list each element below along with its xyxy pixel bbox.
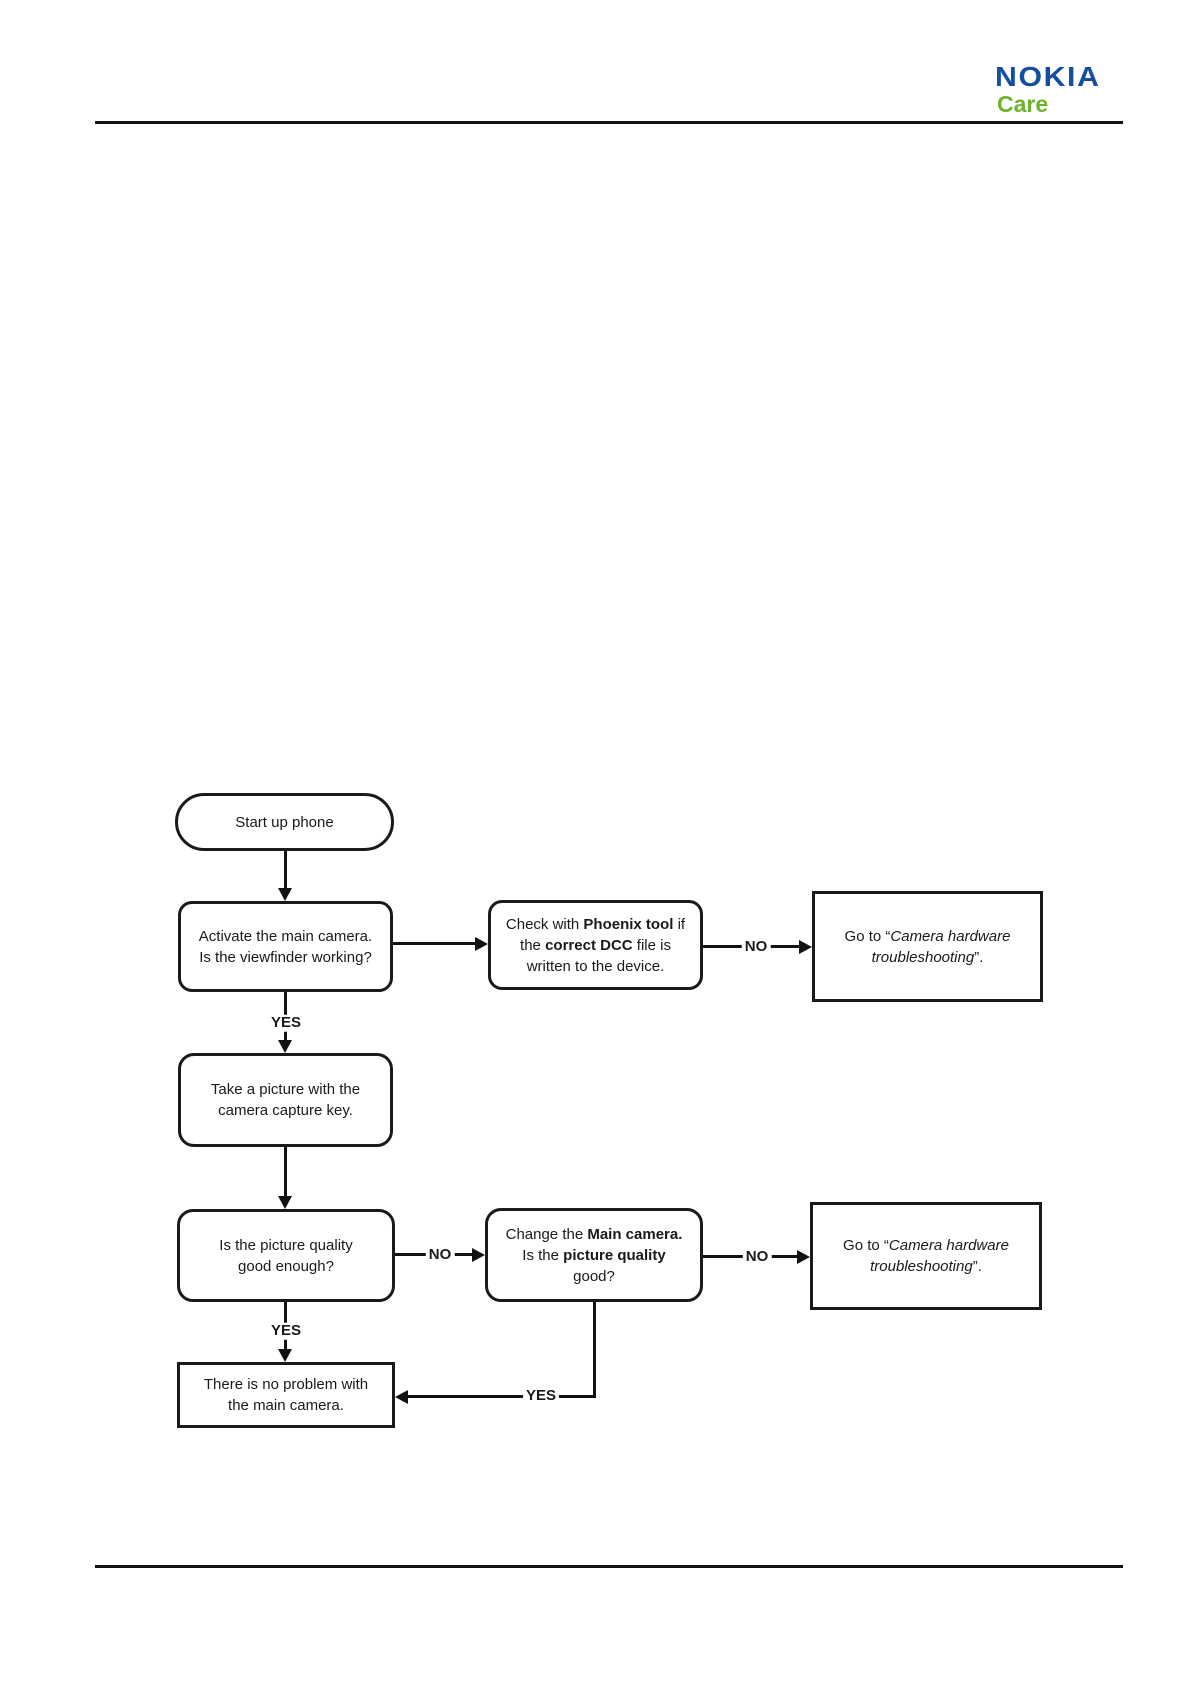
node-text-emphasis: Main camera. [587,1225,683,1243]
connector-line [393,942,476,945]
header-rule [95,121,1123,124]
node-text-emphasis: correct DCC [545,936,633,954]
node-text: Activate the main camera. [198,927,373,945]
arrow-down-icon [278,1040,292,1053]
node-text-italic: Camera hardware [888,1237,1009,1254]
arrow-right-icon [475,937,488,951]
node-text: Go to “ [844,927,891,945]
arrow-left-icon [395,1390,408,1404]
flow-node-check-phoenix: Check with Phoenix tool if the correct D… [488,900,703,990]
node-text: if [673,915,686,933]
edge-label-yes: YES [267,1322,305,1340]
arrow-right-icon [799,940,812,954]
node-text: camera capture key. [218,1102,353,1119]
flow-node-no-problem: There is no problem with the main camera… [177,1362,395,1428]
edge-label-no: NO [742,1248,772,1266]
node-text: Take a picture with the [210,1081,361,1098]
arrow-down-icon [278,888,292,901]
node-text: written to the device. [526,957,665,975]
node-text: Is the picture quality [219,1236,353,1254]
node-text: the main camera. [228,1397,344,1414]
flow-node-picture-quality: Is the picture quality good enough? [177,1209,395,1302]
flow-node-change-camera: Change the Main camera. Is the picture q… [485,1208,703,1302]
node-text-italic: troubleshooting [871,948,975,966]
flow-node-start-up-phone: Start up phone [175,793,394,851]
flow-node-goto-hw-troubleshooting-bottom: Go to “Camera hardware troubleshooting”. [810,1202,1042,1310]
arrow-down-icon [278,1349,292,1362]
node-text-emphasis: picture quality [563,1246,666,1264]
flow-node-activate-camera: Activate the main camera. Is the viewfin… [178,901,393,992]
connector-line [593,1302,596,1398]
arrow-right-icon [472,1248,485,1262]
arrow-right-icon [797,1250,810,1264]
edge-label-yes: YES [522,1387,560,1405]
edge-label-no: NO [425,1246,455,1264]
footer-rule [95,1565,1123,1568]
node-text-emphasis: Phoenix tool [583,915,674,933]
nokia-logo: NOKIA [995,61,1101,92]
node-text: good enough? [238,1257,334,1275]
node-text: the [520,936,546,954]
node-text: Check with [505,915,584,933]
node-text: There is no problem with [203,1376,369,1393]
node-text-italic: troubleshooting [870,1258,973,1275]
node-text: ”. [974,948,984,966]
node-text: Go to “ [843,1237,889,1254]
arrow-down-icon [278,1196,292,1209]
node-text: Is the [522,1246,564,1264]
node-text-italic: Camera hardware [890,927,1011,945]
care-logo: Care [997,91,1049,117]
node-text: file is [632,936,671,954]
edge-label-no: NO [741,938,771,956]
node-text: ”. [972,1258,982,1275]
flow-node-goto-hw-troubleshooting-top: Go to “Camera hardware troubleshooting”. [812,891,1043,1002]
node-text: good? [573,1267,615,1285]
connector-line [284,851,287,889]
connector-line [284,1147,287,1197]
connector-line [407,1395,596,1398]
node-text: Change the [505,1225,588,1243]
edge-label-yes: YES [267,1014,305,1032]
node-text: Start up phone [235,813,334,831]
flow-node-take-picture: Take a picture with the camera capture k… [178,1053,393,1147]
node-text: Is the viewfinder working? [199,948,372,966]
